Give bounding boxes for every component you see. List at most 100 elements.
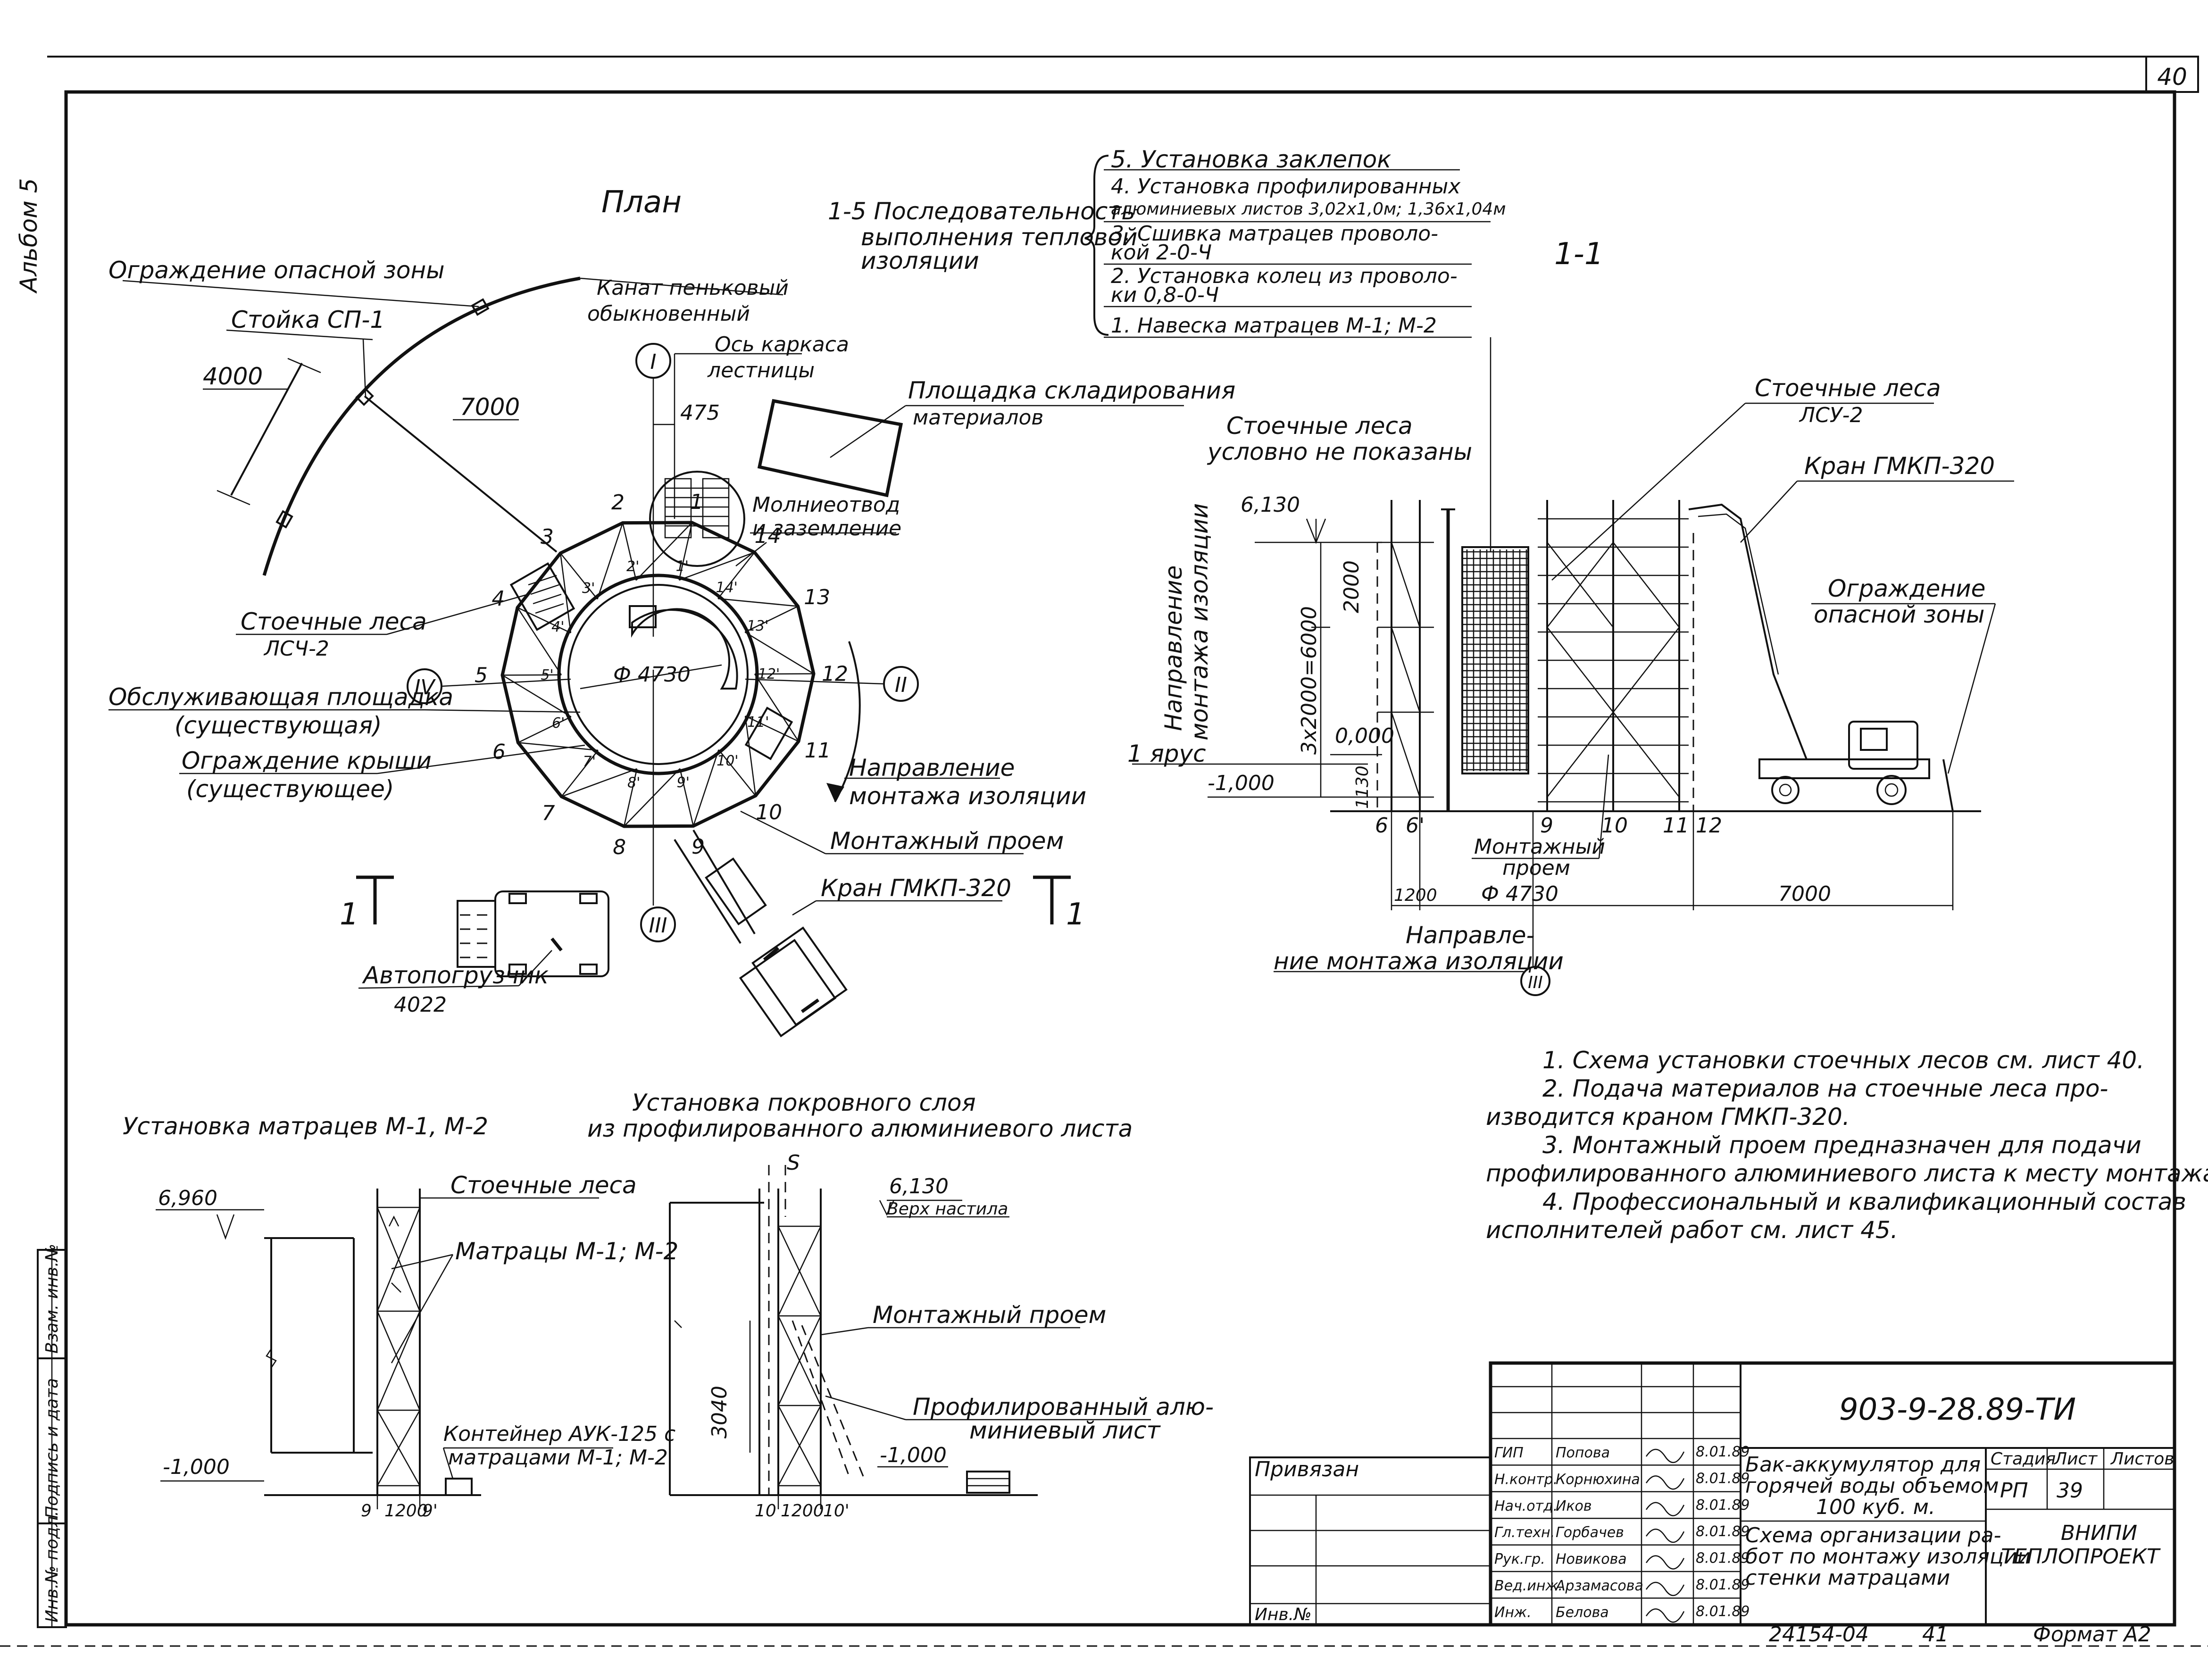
- tb-date: 8.01.89: [1696, 1603, 1750, 1620]
- drawing-code: 903-9-28.89-ТИ: [1839, 1392, 2076, 1427]
- section-scaffold-label-2: ЛСУ-2: [1799, 403, 1863, 427]
- node-label: 13: [804, 585, 830, 609]
- mattress-detail: Установка матрацев М-1, М-2 6,960: [123, 1113, 678, 1521]
- note-3: 3. Монтажный проем предназначен для пода…: [1542, 1131, 2141, 1159]
- tb-date: 8.01.89: [1696, 1577, 1750, 1593]
- service-platform-label-2: (существующая): [175, 712, 382, 739]
- tb-signature: [1645, 1555, 1685, 1570]
- plan-crane: [674, 829, 848, 1038]
- note-3-cont: профилированного алюминиевого листа к ме…: [1486, 1160, 2208, 1187]
- loader-vehicle: [457, 890, 609, 977]
- ladder-frame: [649, 471, 745, 567]
- node-label: 1: [690, 490, 703, 514]
- sec-axis-6: 6: [1375, 814, 1388, 838]
- sec-dim-7000: 7000: [1778, 882, 1831, 906]
- node-label: 4: [492, 587, 505, 611]
- tb-role: Инж.: [1494, 1604, 1532, 1621]
- step-2: 2. Установка колец из проволо-: [1111, 264, 1458, 288]
- section-fence-label-2: опасной зоны: [1814, 601, 1984, 628]
- plan-hazard-fence-label: Ограждение опасной зоны: [108, 257, 445, 284]
- cover-opening-label: Монтажный проем: [873, 1301, 1106, 1329]
- scaffold-block: [509, 562, 575, 631]
- tb-date: 8.01.89: [1696, 1444, 1750, 1460]
- mattress-mesh: [1462, 549, 1528, 771]
- storage-platform: [757, 399, 903, 498]
- tb-date: 8.01.89: [1696, 1550, 1750, 1567]
- cover-scaffold: [768, 1165, 864, 1495]
- inner-node-label: 3': [582, 580, 595, 597]
- cover-title: Установка покровного слоя: [632, 1089, 976, 1116]
- bottom-number: 41: [1922, 1622, 1949, 1647]
- inner-node-label: 6': [552, 715, 565, 732]
- mattress-scaffold-label: Стоечные леса: [450, 1172, 637, 1199]
- section-fence-label: Ограждение: [1828, 575, 1985, 602]
- cover-dim-3040: 3040: [708, 1386, 732, 1439]
- post-label: Стойка СП-1: [231, 306, 385, 333]
- node-label: 6: [492, 740, 506, 764]
- section-crane-label: Кран ГМКП-320: [1804, 452, 1995, 480]
- dim-4000: 4000: [203, 363, 263, 390]
- note-2-cont: изводится краном ГМКП-320.: [1486, 1103, 1850, 1131]
- step-5: 5. Установка заклепок: [1111, 146, 1391, 173]
- section-elev-top: 6,130: [1241, 493, 1300, 517]
- plan-direction-label: Направление: [849, 754, 1015, 782]
- inner-node-label: 2': [626, 558, 639, 575]
- section-view: 1-1 Стоечные леса условно не показаны: [1127, 237, 2014, 996]
- sheet-title-3: стенки матрацами: [1745, 1566, 1950, 1590]
- sequence-label-3: изоляции: [861, 247, 979, 274]
- tb-role: Рук.гр.: [1494, 1551, 1545, 1568]
- sheet-frame: 40 Альбом 5: [0, 56, 2208, 1647]
- cover-sheet-label: Профилированный алю-: [913, 1393, 1214, 1421]
- ladder-axis-label: Ось каркаса: [715, 333, 849, 357]
- hidden-scaffold-label-2: условно не показаны: [1207, 438, 1472, 466]
- rope-label: Канат пеньковый: [597, 276, 789, 300]
- section-crane: [1688, 503, 1930, 805]
- section-scaffold-label: Стоечные леса: [1755, 374, 1941, 402]
- format-label: Формат А2: [2033, 1622, 2151, 1647]
- inner-node-label: 9': [677, 774, 690, 791]
- cover-elev-top: 6,130: [889, 1174, 949, 1198]
- service-platform-arc: [631, 608, 738, 690]
- cover-sheet-label-2: миниевый лист: [969, 1417, 1161, 1444]
- plan-title: План: [601, 185, 682, 220]
- step-3: 3. Сшивка матрацев проволо-: [1111, 222, 1438, 246]
- sec-direction-bottom-2: ние монтажа изоляции: [1274, 948, 1564, 975]
- section-right-scaffold: [1538, 500, 1694, 811]
- tb-role: ГИП: [1494, 1445, 1524, 1461]
- plan-scaffold-label-2: ЛСЧ-2: [263, 637, 329, 661]
- note-4-cont: исполнителей работ см. лист 45.: [1486, 1216, 1898, 1244]
- step-3-cont: кой 2-0-Ч: [1111, 241, 1212, 265]
- sequence-block: 1-5 Последовательность выполнения теплов…: [828, 146, 1506, 552]
- inner-node-label: 4': [551, 619, 564, 635]
- note-4: 4. Профессиональный и квалификационный с…: [1542, 1188, 2186, 1215]
- inner-node-label: 8': [627, 774, 640, 791]
- node-label: 8: [613, 835, 626, 859]
- stamp-inv: Инв.№ подл.: [42, 1511, 62, 1622]
- roof-fence-label: Ограждение крыши: [182, 747, 432, 774]
- list-value: 39: [2057, 1479, 2083, 1503]
- hazard-fence-arc: [262, 276, 581, 576]
- side-stamp: Инв.№ подл. Подпись и дата Взам. инв.№: [37, 1244, 67, 1628]
- sec-axis-6p: 6': [1406, 814, 1425, 838]
- container-label-2: матрацами М-1; М-2: [448, 1446, 668, 1470]
- service-platform-label: Обслуживающая площадка: [108, 683, 453, 711]
- notes: 1. Схема установки стоечных лесов см. ли…: [1486, 1047, 2208, 1244]
- axis-IV-label: IV: [414, 675, 436, 699]
- node-label: 7: [542, 801, 555, 825]
- direction-arc: [834, 641, 861, 802]
- stage-value: РП: [2000, 1479, 2028, 1503]
- axis-II-bubble: [883, 666, 919, 702]
- sec-axis-12: 12: [1696, 814, 1722, 838]
- inner-node-label: 7': [583, 753, 596, 770]
- mattress-axis-9: 9: [361, 1501, 372, 1521]
- sec-axis-9: 9: [1540, 814, 1553, 838]
- tb-date: 8.01.89: [1696, 1470, 1750, 1487]
- loader-label: Автопогрузчик: [362, 962, 549, 989]
- plan-direction-label-2: монтажа изоляции: [849, 782, 1086, 810]
- section-tank-wall: [1461, 546, 1529, 774]
- section-direction-vert: Направление: [1160, 566, 1187, 731]
- section-elev-minus: -1,000: [1208, 771, 1275, 795]
- privyazan-label: Привязан: [1255, 1457, 1359, 1481]
